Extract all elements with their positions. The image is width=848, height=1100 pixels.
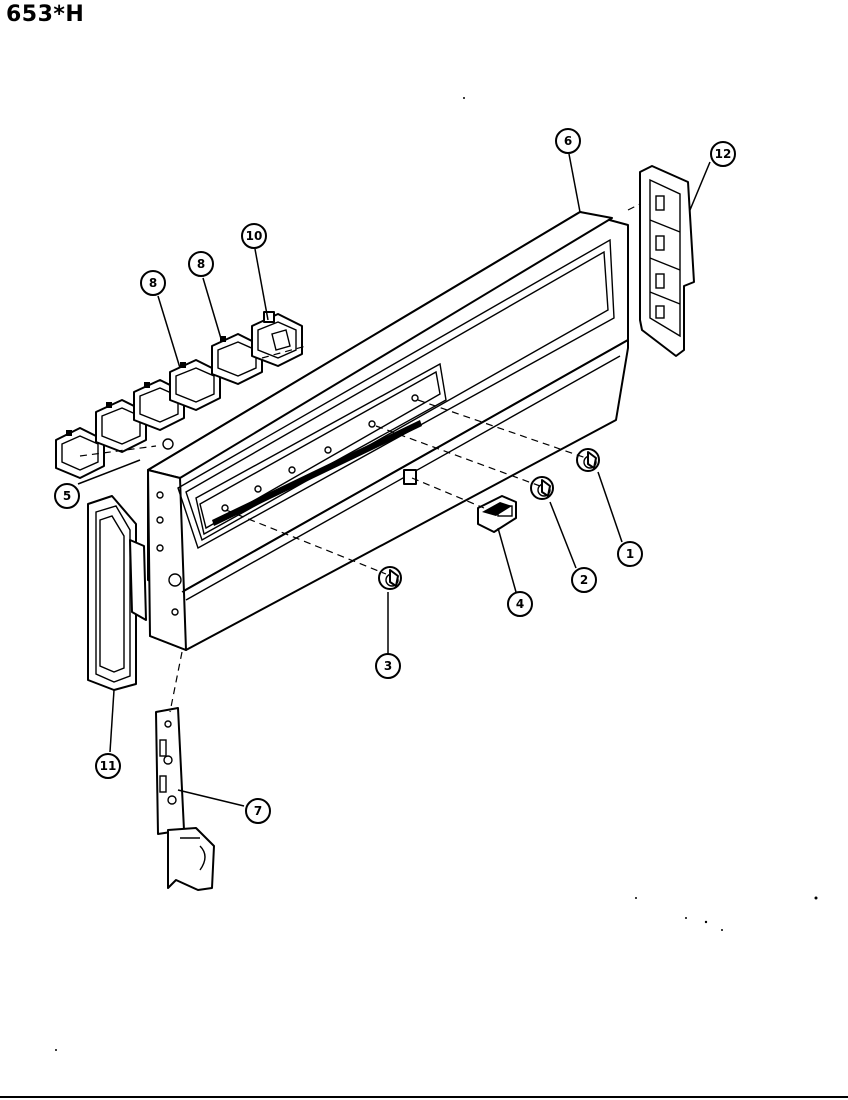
push-button-switch xyxy=(477,495,517,533)
leader-lines xyxy=(77,153,711,807)
callout-1-label: 1 xyxy=(626,547,634,561)
knob-2 xyxy=(530,476,554,500)
callout-6: 6 xyxy=(555,128,581,154)
mounting-bracket xyxy=(155,707,215,891)
callout-10: 10 xyxy=(241,223,267,249)
control-panel-backguard xyxy=(147,211,629,651)
callout-10-label: 10 xyxy=(246,229,263,243)
callout-8a-label: 8 xyxy=(149,276,157,290)
callout-5: 5 xyxy=(54,483,80,509)
callout-3: 3 xyxy=(375,653,401,679)
callout-3-label: 3 xyxy=(384,659,392,673)
callout-2-label: 2 xyxy=(580,573,588,587)
left-trim-piece xyxy=(87,495,147,691)
knob-3 xyxy=(378,566,402,590)
knob-1 xyxy=(576,448,600,472)
callout-4-label: 4 xyxy=(516,597,524,611)
callout-2: 2 xyxy=(571,567,597,593)
callout-11-label: 11 xyxy=(100,759,117,773)
diagram-title: 653*H xyxy=(6,2,85,27)
callout-4: 4 xyxy=(507,591,533,617)
selector-switch xyxy=(251,311,303,367)
right-end-cap xyxy=(639,165,695,357)
bottom-rule xyxy=(0,1096,848,1098)
callout-11: 11 xyxy=(95,753,121,779)
callout-7-label: 7 xyxy=(254,804,262,818)
callout-8b-label: 8 xyxy=(197,257,205,271)
callout-1: 1 xyxy=(617,541,643,567)
infinite-switch-row xyxy=(55,333,263,479)
callout-12-label: 12 xyxy=(715,147,732,161)
callout-12: 12 xyxy=(710,141,736,167)
callout-5-label: 5 xyxy=(63,489,71,503)
callout-8a: 8 xyxy=(140,270,166,296)
callout-7: 7 xyxy=(245,798,271,824)
callout-6-label: 6 xyxy=(564,134,572,148)
callout-8b: 8 xyxy=(188,251,214,277)
switch-terminals xyxy=(66,336,226,450)
assembly-lines xyxy=(79,203,641,713)
scan-specks xyxy=(55,97,818,1051)
